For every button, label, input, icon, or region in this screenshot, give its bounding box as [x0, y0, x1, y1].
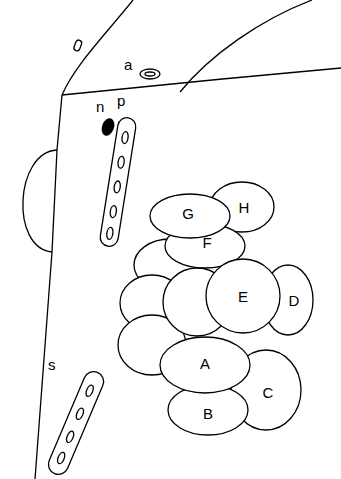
cell: E: [205, 258, 281, 334]
cell: A: [159, 336, 251, 394]
structure-label: a: [124, 57, 132, 72]
cell-outline: [160, 337, 250, 393]
cell-letter: C: [263, 385, 274, 400]
organ-a: [140, 69, 160, 79]
structure-label: n: [96, 99, 104, 114]
structure-label: s: [48, 357, 56, 372]
cell-letter: A: [200, 356, 210, 371]
cell-outline: [150, 194, 230, 238]
cell-letter: D: [289, 293, 300, 308]
organ-a-lumen: [145, 72, 155, 76]
cell-letter: H: [239, 200, 250, 215]
cell-letter: E: [238, 289, 248, 304]
tissue-boundary: [62, 68, 341, 95]
body-bulge: [23, 150, 57, 252]
cell-letter: B: [203, 406, 213, 421]
cell: G: [149, 193, 231, 239]
structure-label: p: [117, 93, 125, 108]
organ-s: [45, 368, 106, 477]
tissue-boundary: [180, 0, 312, 92]
organ-p: [99, 116, 137, 247]
cell-letter: G: [182, 206, 194, 221]
body-contour: [35, 95, 62, 479]
cell-outline: [168, 385, 248, 435]
body-contour: [62, 0, 133, 95]
cell-outline: [206, 259, 280, 333]
cell-outline: [263, 265, 313, 335]
small-bump: [73, 39, 82, 51]
organ-n: [99, 116, 116, 137]
